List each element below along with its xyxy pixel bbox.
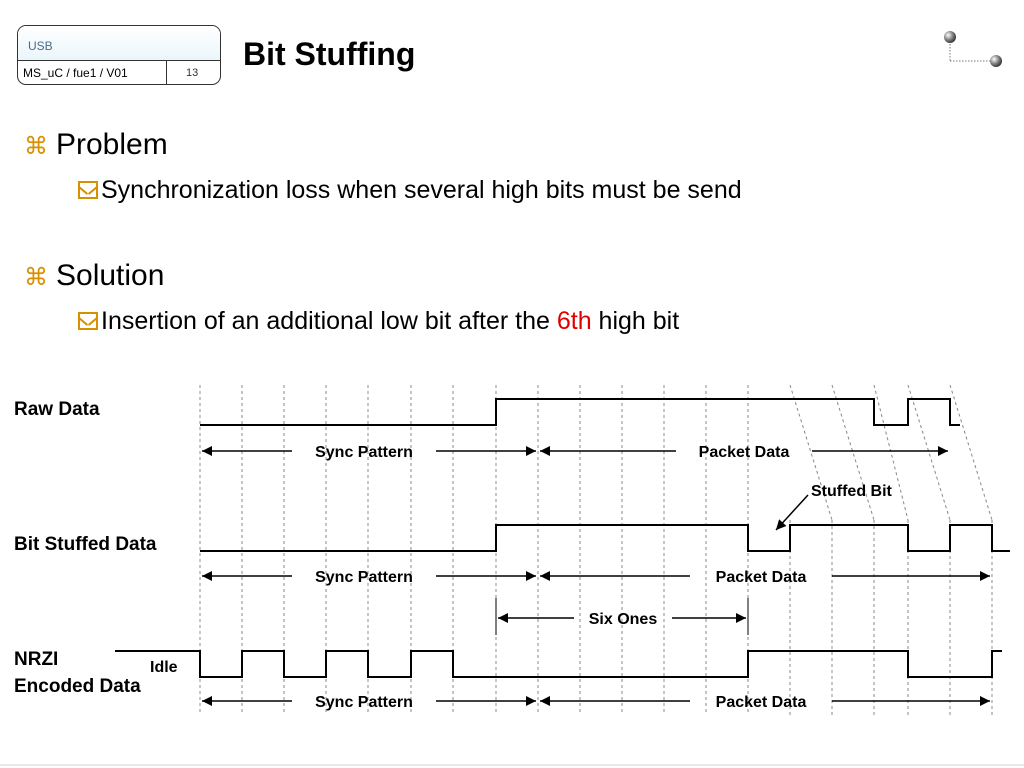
row-label-nrzi-2: Encoded Data [14,676,141,697]
command-bullet-icon: ⌘ [24,132,48,160]
sub-bullet-solution-post: high bit [591,307,680,335]
envelope-bullet-icon [78,181,98,199]
raw-packet-label: Packet Data [699,444,790,461]
sub-bullet-problem: Synchronization loss when several high b… [78,177,742,203]
bit-stuffed-wave [200,524,1010,552]
tag-divider [166,61,167,84]
sub-bullet-problem-text: Synchronization loss when several high b… [101,176,742,204]
waveforms [115,398,1010,678]
slide-title: Bit Stuffing [243,36,416,72]
nrzi-wave [115,650,1002,678]
doc-id-label: MS_uC / fue1 / V01 [23,66,128,80]
stuffed-sync-label: Sync Pattern [315,569,413,586]
sub-bullet-solution-pre: Insertion of an additional low bit after… [101,307,557,335]
bit-grid [199,384,993,715]
idle-label: Idle [150,659,178,676]
six-ones-label: Six Ones [589,611,658,628]
stuffed-bit-callout: Stuffed Bit [811,483,893,500]
page-number: 13 [186,67,199,79]
row-label-nrzi-1: NRZI [14,649,58,670]
bullet-problem-heading: Problem [56,128,168,161]
decorative-spheres-icon [944,31,1002,67]
stuffed-packet-label: Packet Data [716,569,807,586]
raw-data-wave [200,398,960,426]
bullet-solution-heading: Solution [56,259,165,292]
bullet-solution: ⌘ Solution [24,261,164,292]
course-label: USB [28,39,53,53]
bullet-problem: ⌘ Problem [24,130,168,161]
command-bullet-icon: ⌘ [24,263,48,291]
raw-sync-label: Sync Pattern [315,444,413,461]
stuffed-bit-pointer [775,494,809,531]
footer-divider [0,764,1024,766]
row-label-stuffed: Bit Stuffed Data [14,534,157,555]
nrzi-packet-label: Packet Data [716,694,807,711]
slide-tag: USB MS_uC / fue1 / V01 13 [17,25,221,85]
sub-bullet-solution: Insertion of an additional low bit after… [78,308,679,334]
envelope-bullet-icon [78,312,98,330]
slide-tag-top: USB [18,26,220,61]
highlight-6th: 6th [556,307,592,335]
nrzi-sync-label: Sync Pattern [315,694,413,711]
row-label-raw: Raw Data [14,399,100,420]
bit-stuffing-timing-diagram: Raw Data Bit Stuffed Data NRZI Encoded D… [14,384,1010,715]
